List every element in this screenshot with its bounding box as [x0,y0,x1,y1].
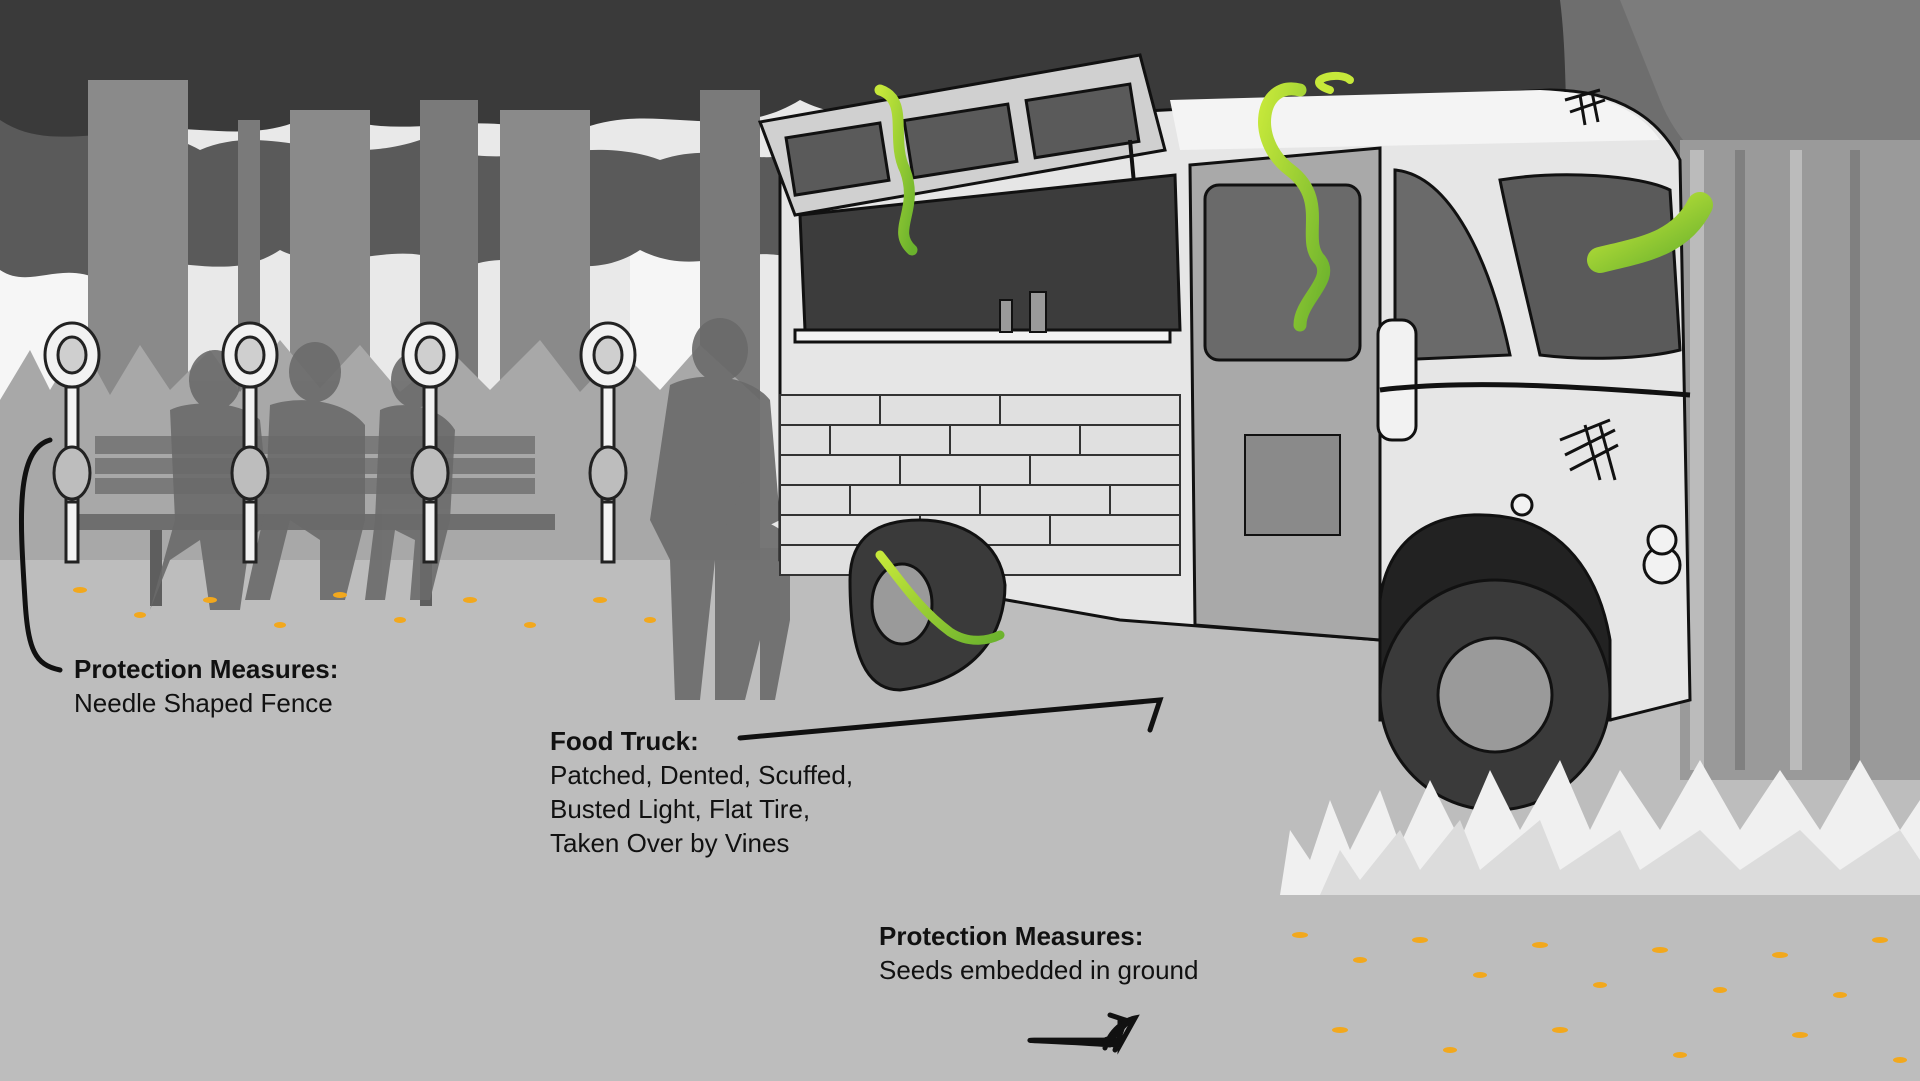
caption-fence: Protection Measures: Needle Shaped Fence [74,652,338,720]
fence-needle-1 [43,321,101,564]
caption-seeds-line: Seeds embedded in ground [879,955,1199,985]
serving-window [798,173,1182,332]
caption-fence-title: Protection Measures: [74,654,339,684]
caption-truck-line: Busted Light, Flat Tire, [550,794,811,824]
caption-truck-line: Patched, Dented, Scuffed, [550,760,854,790]
fallen-leaves [73,587,1907,1063]
leader-lines [18,437,1164,1055]
side-mirror [1376,318,1418,442]
rear-wheel-flat-tire [848,518,1007,692]
fence-needle-2 [221,321,279,564]
cab-window [1393,168,1512,362]
caption-seeds: Protection Measures: Seeds embedded in g… [879,919,1198,987]
leader-truck [737,697,1164,741]
vines [874,71,1713,645]
caption-truck-line: Taken Over by Vines [550,828,790,858]
caption-seeds-title: Protection Measures: [879,921,1144,951]
leader-fence [18,437,63,673]
food-truck [757,53,1692,812]
caption-truck-title: Food Truck: [550,726,699,756]
leader-seeds [1027,1014,1140,1055]
front-wheel [1378,578,1612,812]
needle-fence [43,321,637,564]
dent-marks [1559,418,1619,481]
fence-needle-3 [401,321,459,564]
fence-needle-4 [579,321,637,564]
caption-truck: Food Truck: Patched, Dented, Scuffed, Bu… [550,724,853,860]
caption-fence-line: Needle Shaped Fence [74,688,333,718]
